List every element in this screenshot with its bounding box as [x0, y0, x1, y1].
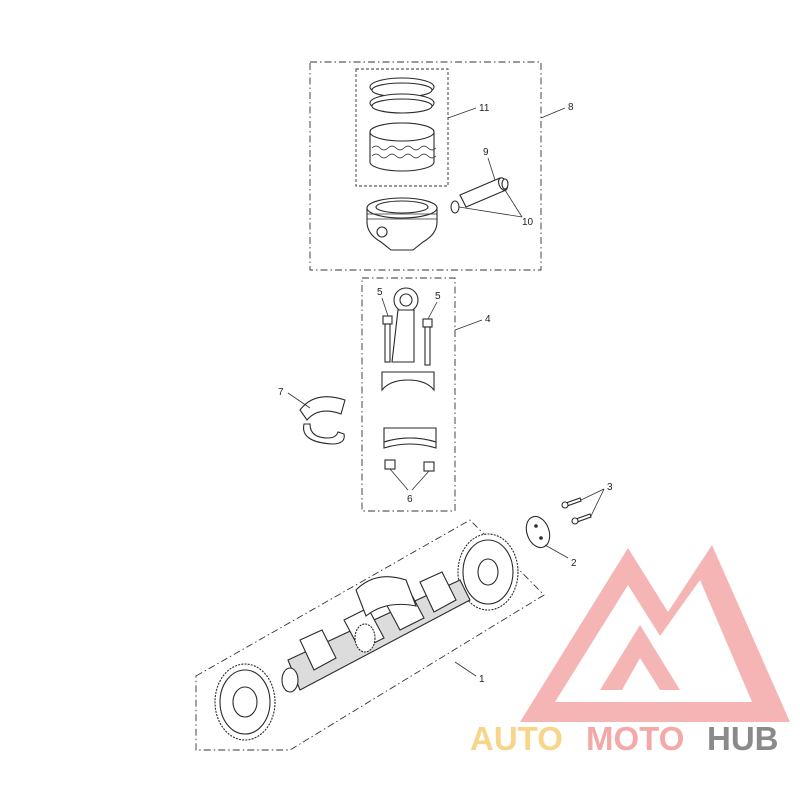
leader-5a	[381, 297, 389, 317]
leader-10b	[504, 189, 523, 218]
thrust-washer-hole-2	[539, 536, 543, 540]
conrod-big-end	[381, 371, 435, 392]
leader-6a	[389, 468, 409, 491]
crankshaft-rear-gear	[457, 533, 519, 611]
circlip-left	[450, 200, 460, 214]
conrod-bolt-right-shank	[424, 326, 431, 366]
conrod-bolt-left	[382, 315, 393, 363]
conrod-nut-left	[384, 459, 396, 470]
piston-assembly-boundary	[309, 61, 542, 271]
watermark-logo: AUTO MOTO HUB	[470, 545, 790, 757]
thrust-washer	[525, 515, 551, 549]
leader-8	[540, 107, 566, 119]
conrod-beam	[391, 309, 415, 363]
conrod-bolt-left-head	[382, 315, 393, 325]
crank-counterweight	[355, 576, 417, 617]
watermark-triangle-cutout	[555, 580, 752, 702]
screw-lower-head	[571, 517, 579, 525]
conrod-small-end-bore	[399, 293, 413, 307]
callout-1: 1	[479, 674, 485, 685]
front-gear-hub	[232, 686, 258, 718]
piston-ring-set-boundary	[355, 68, 449, 187]
crank-pin-gear	[354, 623, 376, 653]
leader-lines	[287, 107, 605, 677]
crank-web-4	[419, 571, 457, 613]
piston-pin-boss	[376, 226, 388, 238]
thrust-washer-disc	[525, 515, 551, 549]
callout-4: 4	[485, 314, 491, 325]
circlip-right	[501, 178, 509, 190]
connecting-rod-boundary	[361, 277, 456, 512]
callout-10: 10	[522, 217, 534, 228]
watermark-text-moto: MOTO	[586, 720, 684, 757]
leader-10a	[458, 206, 523, 218]
conrod-bolt-right-head	[422, 318, 433, 328]
callout-5-left: 5	[377, 287, 383, 298]
watermark-text-hub: HUB	[707, 720, 779, 757]
callout-labels: 8 11 9 10 4 5 5 7 6 3 2 1	[278, 102, 613, 685]
leader-2	[544, 544, 569, 559]
crankshaft-boundary	[195, 519, 545, 751]
leader-7	[287, 392, 311, 409]
conrod-nut-right	[423, 461, 435, 472]
callout-2: 2	[571, 558, 577, 569]
callout-7: 7	[278, 387, 284, 398]
leader-6b	[411, 470, 430, 491]
crank-web-1	[299, 629, 337, 671]
watermark-inner-mark	[600, 625, 680, 690]
thrust-washer-hole-1	[534, 524, 538, 528]
screw-upper-head	[561, 501, 569, 509]
callout-8: 8	[568, 102, 574, 113]
callout-6: 6	[407, 494, 413, 505]
bearing-shell-lower	[303, 423, 345, 445]
rear-gear-hub	[477, 558, 499, 586]
leader-3b	[590, 488, 605, 517]
oil-ring-wave	[371, 145, 437, 151]
leader-9	[487, 157, 496, 181]
crankshaft	[281, 571, 471, 693]
bearing-shell-upper	[299, 396, 346, 421]
big-end-bearing-shells	[299, 396, 346, 445]
conrod-cap-lower	[383, 437, 437, 449]
piston-body	[366, 207, 438, 251]
washer-screws	[561, 497, 592, 525]
connecting-rod	[381, 287, 435, 392]
leader-11	[447, 107, 477, 119]
leader-4	[454, 319, 483, 331]
piston-ring-set	[369, 77, 437, 172]
watermark-text-auto: AUTO	[470, 720, 563, 757]
leader-1	[454, 661, 477, 677]
crank-nose	[281, 667, 299, 693]
piston-crown-inner	[375, 200, 429, 214]
callout-9: 9	[483, 147, 489, 158]
leader-5b	[427, 301, 438, 320]
gudgeon-pin	[459, 177, 509, 208]
leader-3a	[580, 488, 605, 501]
callout-11: 11	[479, 103, 490, 114]
conrod-bolt-left-shank	[384, 323, 391, 363]
oil-ring-top-edge	[369, 122, 435, 142]
crankshaft-front-gear	[214, 663, 276, 741]
callout-3: 3	[607, 482, 613, 493]
piston	[366, 197, 438, 251]
oil-ring-wave-2	[371, 153, 437, 159]
callout-5-right: 5	[435, 291, 441, 302]
conrod-bolt-right	[422, 318, 433, 366]
piston-ring-second-inner	[371, 98, 433, 114]
